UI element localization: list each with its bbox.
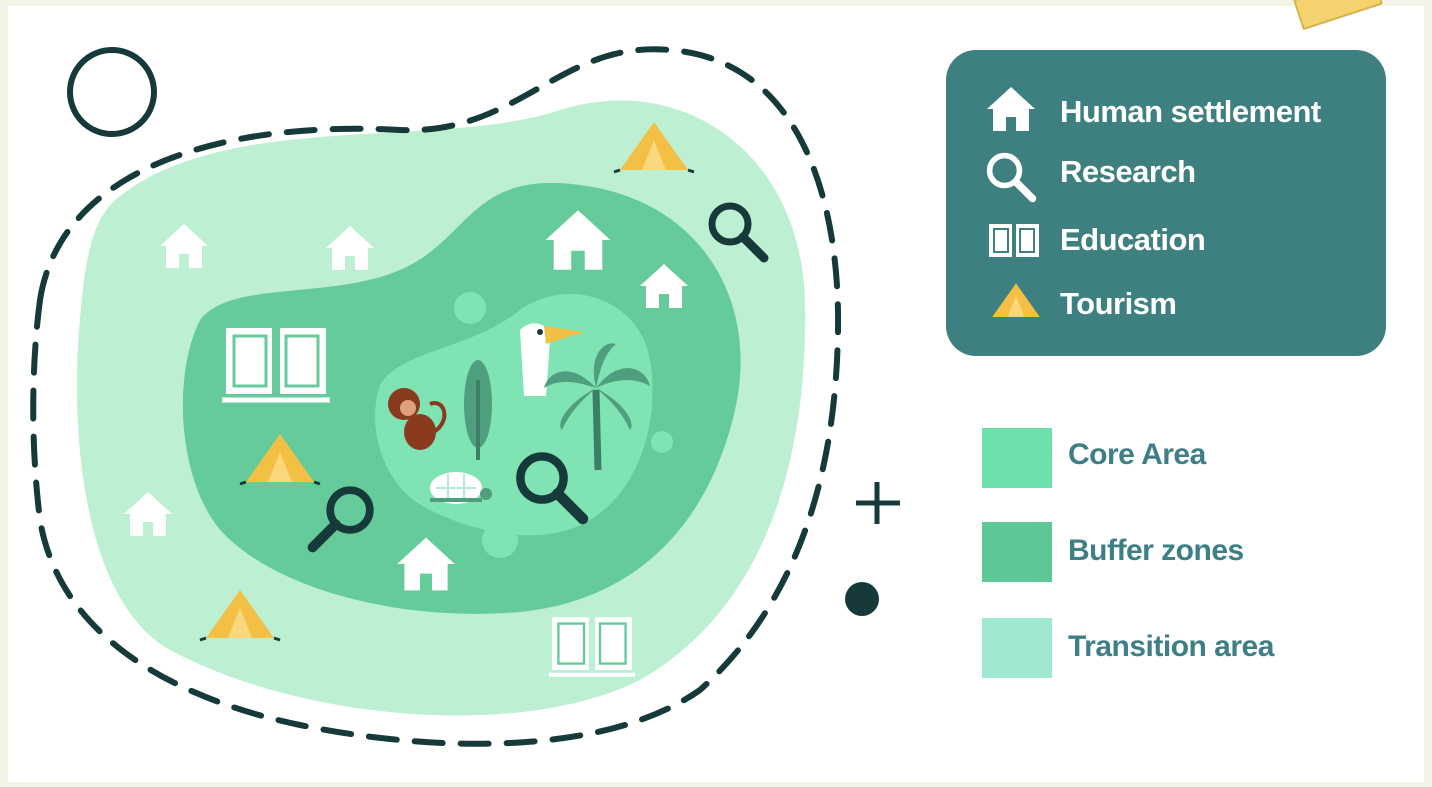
decorative-dot — [845, 582, 879, 616]
legend-label-tourism: Tourism — [1060, 286, 1177, 321]
house-icon — [987, 87, 1035, 131]
zone-label-buffer-zones: Buffer zones — [1068, 534, 1244, 567]
decorative-blob — [454, 292, 486, 324]
magnifier-icon — [986, 152, 1037, 203]
palm-tree-icon — [544, 343, 650, 471]
turtle-icon — [430, 472, 492, 504]
transition-area-swatch — [982, 618, 1052, 678]
legend-label-education: Education — [1060, 222, 1206, 257]
decorative-ring — [67, 47, 157, 137]
zone-label-transition-area: Transition area — [1068, 630, 1274, 663]
tree-icon — [464, 360, 492, 460]
book-icon — [989, 224, 1039, 257]
legend-label-human-settlement: Human settlement — [1060, 94, 1321, 129]
monkey-icon — [388, 388, 447, 450]
buffer-zones-swatch — [982, 522, 1052, 582]
toucan-icon — [520, 323, 584, 396]
decorative-blob — [651, 431, 673, 453]
decorative-blob — [482, 522, 518, 558]
zone-label-core-area: Core Area — [1068, 438, 1206, 471]
reserve-boundary-dashed — [30, 46, 842, 747]
tent-icon — [992, 283, 1040, 317]
plus-icon — [856, 482, 900, 524]
core-area-swatch — [982, 428, 1052, 488]
legend-label-research: Research — [1060, 154, 1196, 189]
